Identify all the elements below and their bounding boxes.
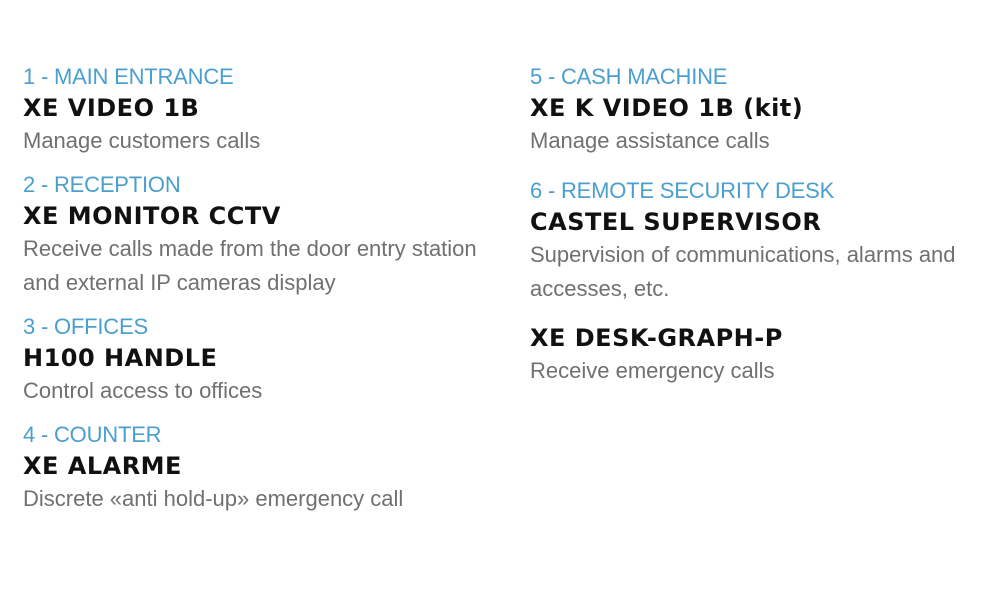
product-name: CASTEL SUPERVISOR — [530, 208, 822, 236]
product-name: XE VIDEO 1B — [23, 94, 200, 122]
location-heading: 2 - RECEPTION — [23, 172, 181, 197]
product-description: Manage customers calls — [23, 128, 261, 153]
location-heading: 3 - OFFICES — [23, 314, 148, 339]
location-cash-machine: 5 - CASH MACHINE XE K VIDEO 1B (kit) Man… — [530, 62, 990, 158]
location-remote-security-desk: 6 - REMOTE SECURITY DESK CASTEL SUPERVIS… — [530, 176, 990, 306]
product-description: Supervision of communications, alarms an… — [530, 242, 956, 301]
product-name: H100 HANDLE — [23, 344, 218, 372]
location-heading: 4 - COUNTER — [23, 422, 162, 447]
product-description: Receive emergency calls — [530, 358, 775, 383]
left-column: 1 - MAIN ENTRANCE XE VIDEO 1B Manage cus… — [23, 62, 483, 528]
remote-security-desk-extra: XE DESK-GRAPH-P Receive emergency calls — [530, 322, 990, 388]
right-column: 5 - CASH MACHINE XE K VIDEO 1B (kit) Man… — [530, 62, 990, 406]
product-description: Control access to offices — [23, 378, 263, 403]
location-main-entrance: 1 - MAIN ENTRANCE XE VIDEO 1B Manage cus… — [23, 62, 483, 158]
location-counter: 4 - COUNTER XE ALARME Discrete «anti hol… — [23, 420, 483, 516]
product-name: XE ALARME — [23, 452, 182, 480]
product-description: Receive calls made from the door entry s… — [23, 236, 477, 295]
location-heading: 6 - REMOTE SECURITY DESK — [530, 178, 835, 203]
product-name: XE K VIDEO 1B (kit) — [530, 94, 804, 122]
location-heading: 5 - CASH MACHINE — [530, 64, 728, 89]
product-name: XE DESK-GRAPH-P — [530, 324, 783, 352]
location-reception: 2 - RECEPTION XE MONITOR CCTV Receive ca… — [23, 170, 483, 300]
product-name: XE MONITOR CCTV — [23, 202, 281, 230]
product-description: Manage assistance calls — [530, 128, 770, 153]
product-description: Discrete «anti hold-up» emergency call — [23, 486, 404, 511]
location-offices: 3 - OFFICES H100 HANDLE Control access t… — [23, 312, 483, 408]
location-heading: 1 - MAIN ENTRANCE — [23, 64, 234, 89]
